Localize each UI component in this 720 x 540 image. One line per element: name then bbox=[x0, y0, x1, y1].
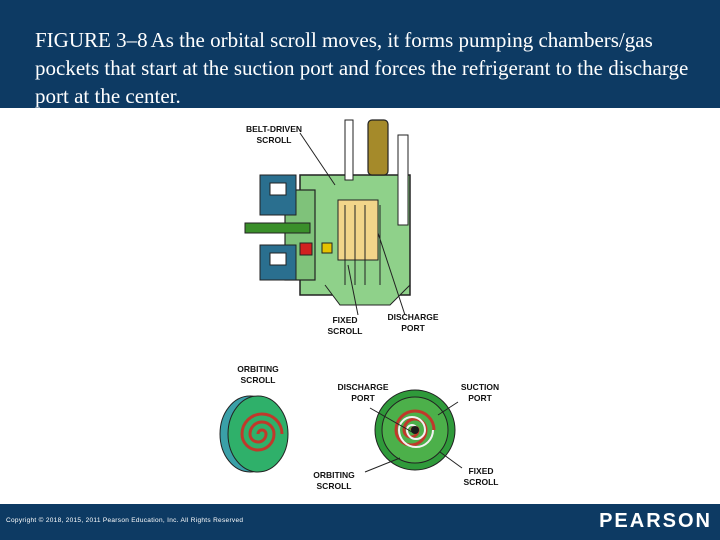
label-line: FIXED bbox=[332, 315, 358, 325]
label-belt-driven-scroll: BELT-DRIVEN SCROLL bbox=[236, 124, 312, 146]
scroll-set-illustration bbox=[374, 389, 456, 471]
label-orbiting-scroll-left: ORBITING SCROLL bbox=[228, 364, 288, 386]
leader-lines bbox=[364, 401, 463, 473]
label-line: PORT bbox=[401, 323, 425, 333]
copyright-text: Copyright © 2018, 2015, 2011 Pearson Edu… bbox=[6, 517, 244, 524]
label-line: SCROLL bbox=[316, 481, 352, 491]
footer-bar: Copyright © 2018, 2015, 2011 Pearson Edu… bbox=[0, 504, 720, 540]
compressor-cutaway-illustration bbox=[244, 119, 411, 315]
label-line: PORT bbox=[468, 393, 492, 403]
label-line: DISCHARGE bbox=[387, 312, 439, 322]
label-line: PORT bbox=[351, 393, 375, 403]
figure-label: FIGURE 3–8 bbox=[35, 28, 148, 52]
label-fixed-scroll-bottom: FIXED SCROLL bbox=[456, 466, 506, 488]
orbiting-scroll-illustration bbox=[219, 395, 289, 473]
pearson-logo: PEARSON bbox=[599, 510, 712, 532]
label-discharge-port-bottom: DISCHARGE PORT bbox=[330, 382, 396, 404]
label-line: SUCTION bbox=[460, 382, 500, 392]
label-line: BELT-DRIVEN bbox=[245, 124, 303, 134]
label-line: ORBITING bbox=[237, 364, 279, 374]
label-discharge-port-top: DISCHARGE PORT bbox=[380, 312, 446, 334]
caption-text: As the orbital scroll moves, it forms pu… bbox=[35, 28, 689, 108]
label-line: SCROLL bbox=[240, 375, 276, 385]
label-line: FIXED bbox=[468, 466, 494, 476]
label-fixed-scroll-top: FIXED SCROLL bbox=[320, 315, 370, 337]
label-line: SCROLL bbox=[256, 135, 292, 145]
label-suction-port: SUCTION PORT bbox=[450, 382, 510, 404]
label-orbiting-scroll-bottom: ORBITING SCROLL bbox=[304, 470, 364, 492]
label-line: SCROLL bbox=[463, 477, 499, 487]
label-line: ORBITING bbox=[313, 470, 355, 480]
label-line: SCROLL bbox=[327, 326, 363, 336]
label-line: DISCHARGE bbox=[337, 382, 389, 392]
